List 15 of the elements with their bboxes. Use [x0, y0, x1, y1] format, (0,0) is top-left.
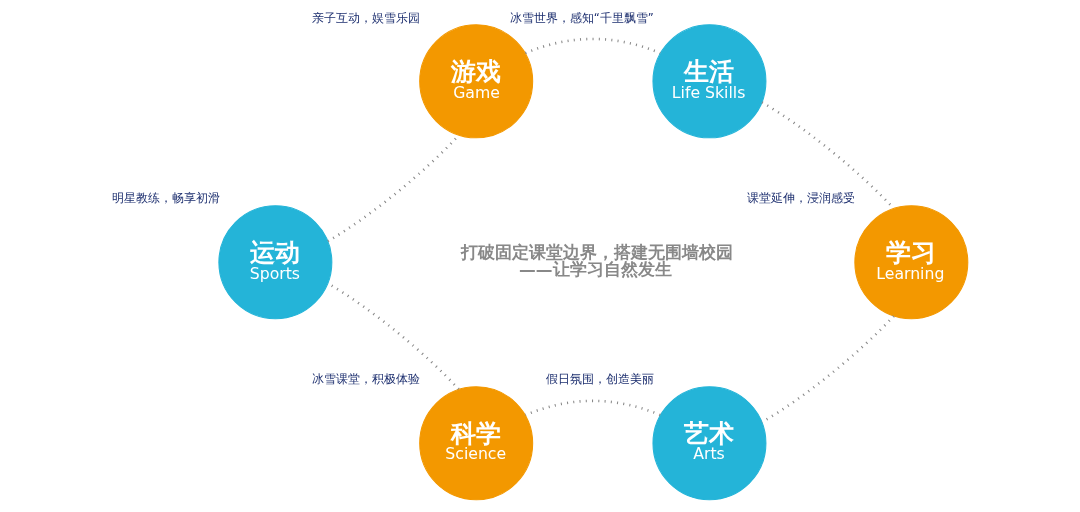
node-label: 冰雪课堂，积极体验 [312, 372, 421, 387]
connector [524, 399, 661, 417]
node-label: 课堂延伸，浸润感受 [747, 191, 856, 206]
connector [761, 315, 895, 424]
node-label: 明星教练，畅享初滑 [111, 191, 220, 206]
node-circle: 艺术 Arts [652, 386, 767, 501]
connector [524, 37, 661, 55]
node-label: 亲子互动，娱雪乐园 [312, 10, 421, 25]
node-circle: 游戏 Game [419, 24, 534, 139]
node-circle: 生活 Life Skills [652, 24, 767, 139]
node-circle: 科学 Science [419, 386, 534, 501]
node-circle: 运动 Sports [218, 205, 333, 320]
node-circle: 学习 Learning [854, 205, 969, 320]
node-label: 假日氛围，创造美丽 [545, 372, 654, 387]
node-label: 冰雪世界，感知“千里飘雪” [509, 10, 654, 25]
